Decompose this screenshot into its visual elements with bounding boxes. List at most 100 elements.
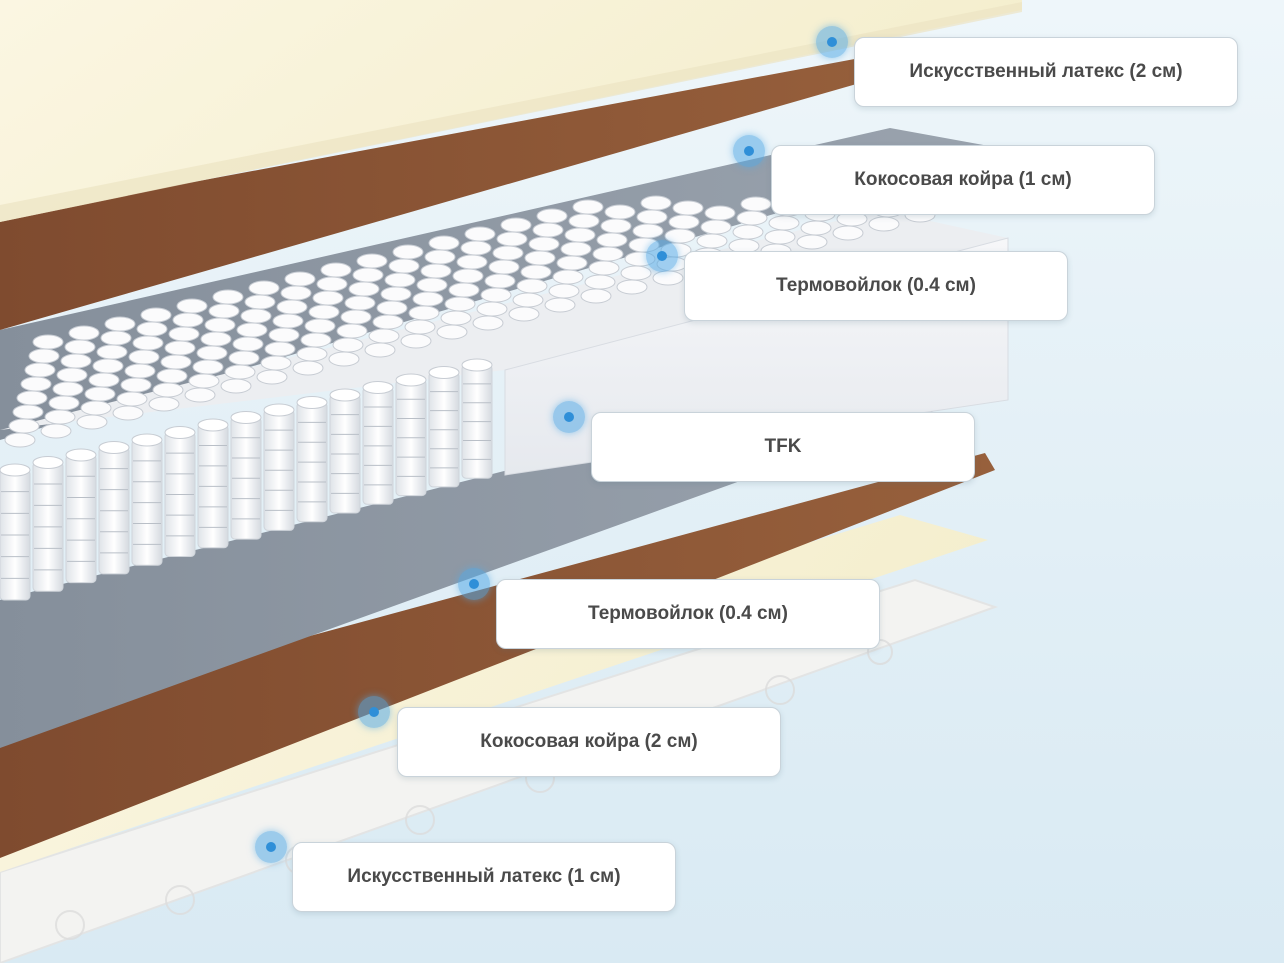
spring-top [428, 235, 460, 251]
spring-top [96, 344, 128, 360]
spring-top [320, 262, 352, 278]
spring-top [92, 358, 124, 374]
spring-top [400, 333, 432, 349]
label-latex-bottom: Искусственный латекс (1 см) [292, 842, 676, 912]
spring-top [740, 196, 772, 212]
spring-top [188, 373, 220, 389]
spring-top [480, 287, 512, 303]
spring-top [436, 324, 468, 340]
spring-cap [164, 426, 196, 439]
bottom-coir-layer [0, 453, 995, 858]
spring-cap [32, 456, 64, 469]
label-coir-top: Кокосовая койра (1 см) [771, 145, 1155, 215]
spring-top [764, 229, 796, 245]
label-springs: TFK [591, 412, 975, 482]
spring-top [256, 369, 288, 385]
spring-top [472, 315, 504, 331]
spring-top [100, 330, 132, 346]
spring-top [372, 314, 404, 330]
spring-top [148, 396, 180, 412]
spring-top [568, 213, 600, 229]
spring-top [452, 268, 484, 284]
spring-top [368, 328, 400, 344]
spring-top [84, 386, 116, 402]
spring-top [672, 200, 704, 216]
spring-top [392, 244, 424, 260]
marker-felt-bottom [458, 568, 490, 600]
spring-top [112, 405, 144, 421]
spring-top [420, 263, 452, 279]
spring-top [56, 367, 88, 383]
spring-top [304, 318, 336, 334]
spring-top [220, 378, 252, 394]
spring-top [448, 282, 480, 298]
spring-top [376, 300, 408, 316]
marker-coir-bottom [358, 696, 390, 728]
spring-top [260, 355, 292, 371]
spring-top [552, 269, 584, 285]
spring-top [104, 316, 136, 332]
spring-top [40, 423, 72, 439]
spring-top [348, 281, 380, 297]
spring-top [312, 290, 344, 306]
spring-top [232, 336, 264, 352]
spring-top [292, 360, 324, 376]
spring-top [336, 323, 368, 339]
spring-top [440, 310, 472, 326]
spring-top [76, 414, 108, 430]
spring-top [584, 274, 616, 290]
spring-top [280, 285, 312, 301]
spring-top [588, 260, 620, 276]
spring-top [52, 381, 84, 397]
spring-top [484, 273, 516, 289]
spring-top [240, 308, 272, 324]
spring-top [88, 372, 120, 388]
spring-top [224, 364, 256, 380]
spring-top [572, 199, 604, 215]
label-felt-top: Термовойлок (0.4 см) [684, 251, 1068, 321]
spring-top [284, 271, 316, 287]
spring-top [380, 286, 412, 302]
spring-top [168, 326, 200, 342]
spring-top [560, 241, 592, 257]
spring-cap [98, 441, 130, 454]
spring-top [868, 216, 900, 232]
spring-top [176, 298, 208, 314]
label-latex-top: Искусственный латекс (2 см) [854, 37, 1238, 107]
label-coir-bottom: Кокосовая койра (2 см) [397, 707, 781, 777]
marker-coir-top [733, 135, 765, 167]
spring-top [136, 321, 168, 337]
spring-top [140, 307, 172, 323]
spring-top [48, 395, 80, 411]
spring-top [832, 225, 864, 241]
spring-top [548, 283, 580, 299]
spring-top [500, 217, 532, 233]
spring-top [44, 409, 76, 425]
spring-top [404, 319, 436, 335]
spring-top [444, 296, 476, 312]
spring-cap [263, 403, 295, 417]
spring-top [268, 327, 300, 343]
spring-top [600, 218, 632, 234]
spring-top [120, 377, 152, 393]
spring-top [800, 220, 832, 236]
spring-top [456, 254, 488, 270]
spring-top [352, 267, 384, 283]
spring-top [344, 295, 376, 311]
spring-top [152, 382, 184, 398]
spring-cap [395, 373, 427, 387]
marker-felt-top [646, 240, 678, 272]
spring-top [356, 253, 388, 269]
spring-cap [197, 418, 229, 432]
spring-top [20, 376, 52, 392]
spring-top [616, 279, 648, 295]
spring-top [228, 350, 260, 366]
spring-top [68, 325, 100, 341]
spring-top [172, 312, 204, 328]
spring-top [200, 331, 232, 347]
spring-top [332, 337, 364, 353]
spring-top [668, 214, 700, 230]
spring-top [492, 245, 524, 261]
spring-cap [0, 463, 31, 477]
spring-top [128, 349, 160, 365]
